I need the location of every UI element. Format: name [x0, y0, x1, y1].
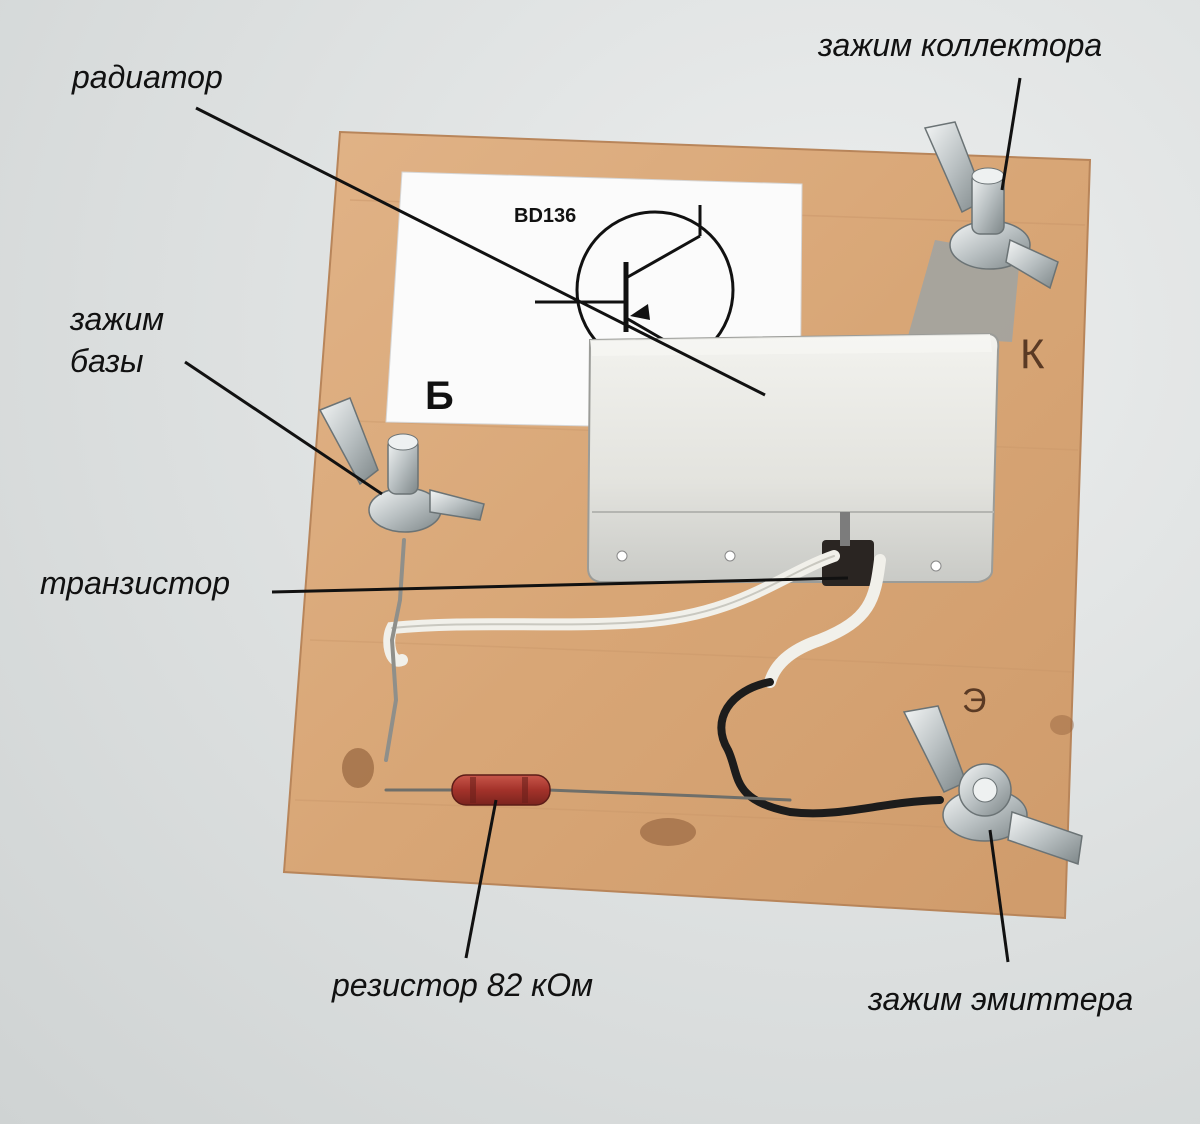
resistor-leader-line: [464, 799, 498, 959]
part-number-text: BD136: [514, 205, 577, 227]
emitter-mark-text: Э: [962, 682, 987, 720]
radiator-label: радиатор: [72, 59, 223, 95]
leader-lines: [184, 77, 1022, 963]
collector-leader-line: [1000, 77, 1022, 191]
emitter-clamp: [902, 705, 1083, 866]
base-clamp-label-line2: базы: [70, 343, 144, 379]
transistor-label: транзистор: [40, 565, 231, 601]
resistor: [451, 774, 551, 806]
collector-clamp-label: зажим коллектора: [818, 27, 1103, 63]
base-clamp-label-line1: зажим: [70, 301, 165, 337]
collector-clamp: [923, 121, 1059, 290]
emitter-leader-line: [988, 829, 1010, 963]
emitter-clamp-label: зажим эмиттера: [868, 981, 1134, 1017]
base-clamp: [318, 397, 485, 533]
resistor-label: резистор 82 кОм: [332, 967, 594, 1003]
base-mark-text: Б: [425, 374, 454, 418]
radiator: [586, 332, 1000, 583]
base-leader-line: [184, 360, 383, 496]
collector-mark-text: К: [1020, 330, 1045, 377]
transistor-leader-line: [271, 576, 849, 594]
wires: [383, 538, 944, 818]
radiator-leader-line: [195, 106, 766, 397]
